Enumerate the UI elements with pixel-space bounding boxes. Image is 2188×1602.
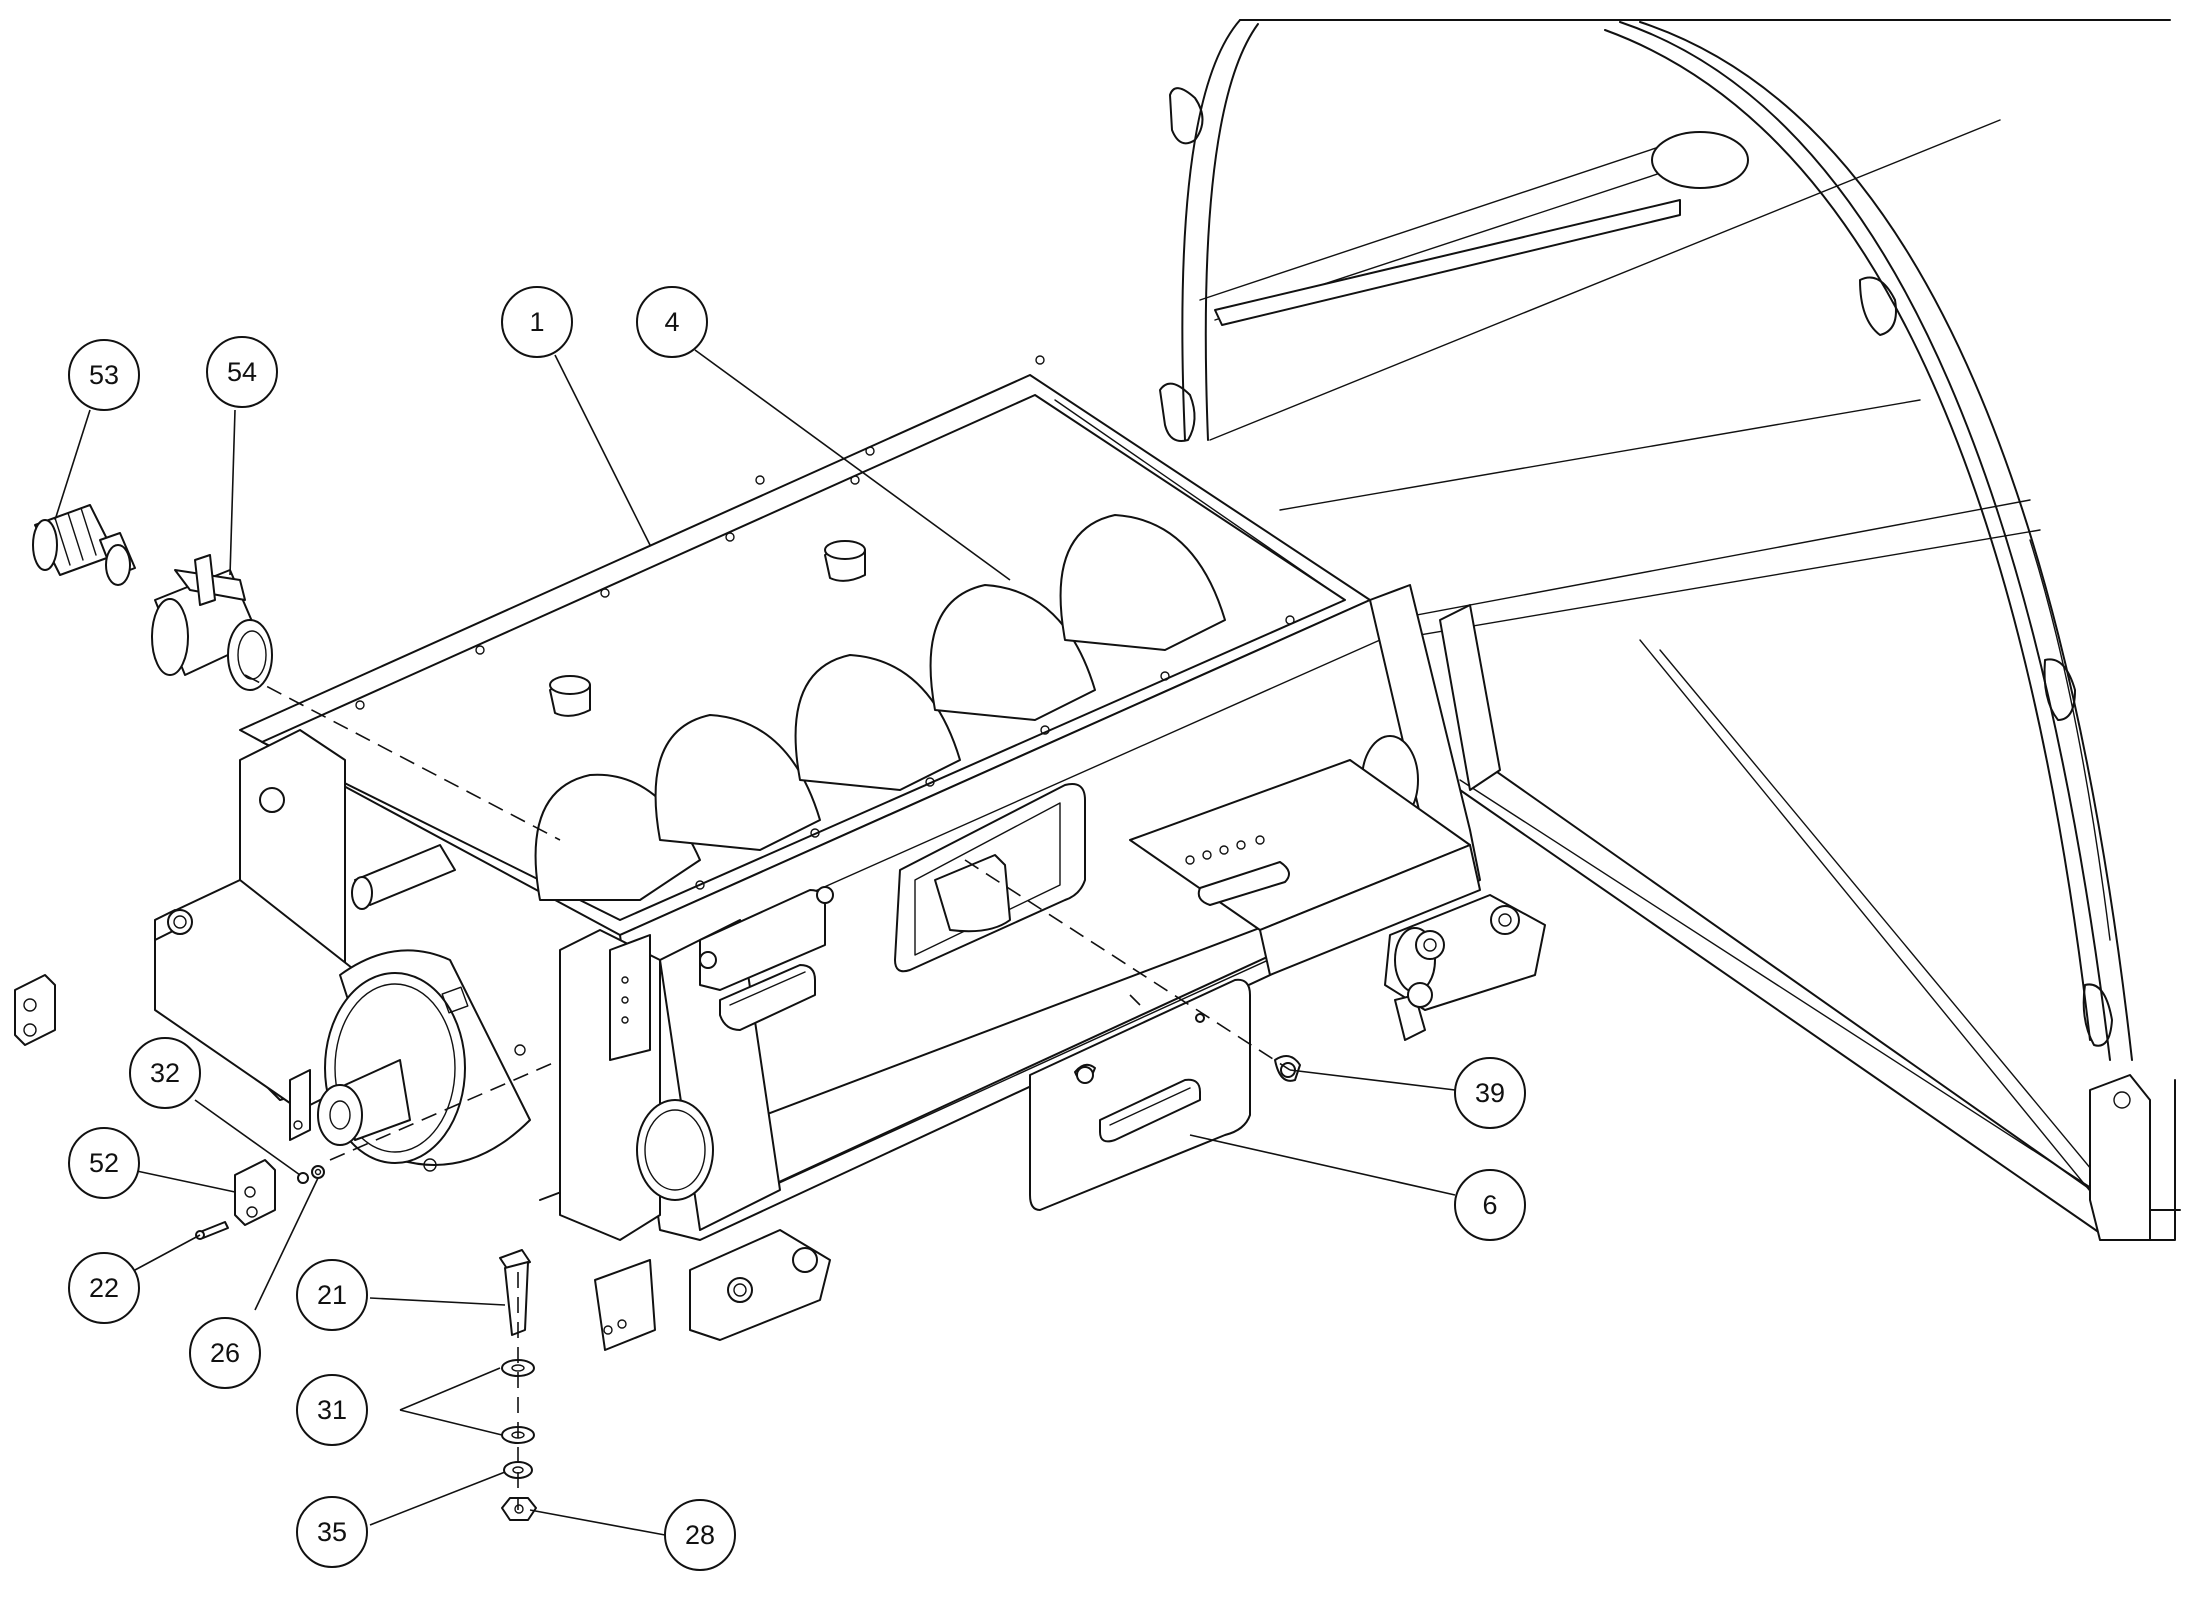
flange-holes (355, 355, 1295, 890)
terminal-block-left (14, 974, 56, 1046)
callout-52-label: 52 (89, 1148, 119, 1178)
callout-1-label: 1 (529, 307, 544, 337)
hose-barb (32, 504, 136, 586)
callout-6: 6 (1454, 1169, 1526, 1241)
callout-26: 26 (189, 1317, 261, 1389)
callout-32-label: 32 (150, 1058, 180, 1088)
hatch-cover (1029, 978, 1251, 1211)
callout-54: 54 (206, 336, 278, 408)
bolt-21 (499, 1249, 531, 1336)
callout-53-label: 53 (89, 360, 119, 390)
callout-21-label: 21 (317, 1280, 347, 1310)
assembly-centerlines (244, 674, 1291, 1510)
callout-39: 39 (1454, 1057, 1526, 1129)
callout-4: 4 (636, 286, 708, 358)
inspection-openings (699, 783, 1086, 1031)
washer-32 (297, 1172, 309, 1184)
callout-1: 1 (501, 286, 573, 358)
left-end-assembly (154, 729, 831, 1351)
callout-31: 31 (296, 1374, 368, 1446)
nut-28 (501, 1497, 537, 1521)
callout-32: 32 (129, 1037, 201, 1109)
callout-53: 53 (68, 339, 140, 411)
callout-35-label: 35 (317, 1517, 347, 1547)
leader-lines (54, 349, 1456, 1536)
right-end-assembly (1129, 584, 1546, 1041)
hopper-arch (1159, 19, 2181, 1241)
ball-valve (151, 554, 273, 691)
callout-39-label: 39 (1475, 1078, 1505, 1108)
callout-52: 52 (68, 1127, 140, 1199)
auger-flights (534, 514, 1226, 901)
callout-22-label: 22 (89, 1273, 119, 1303)
screw-22 (195, 1221, 229, 1240)
callout-31-label: 31 (317, 1395, 347, 1425)
callout-26-label: 26 (210, 1338, 240, 1368)
nut-26 (311, 1165, 325, 1179)
callout-28-label: 28 (685, 1520, 715, 1550)
callout-28: 28 (664, 1499, 736, 1571)
callout-21: 21 (296, 1259, 368, 1331)
callout-22: 22 (68, 1252, 140, 1324)
terminal-block-52 (234, 1159, 276, 1226)
callout-4-label: 4 (664, 307, 679, 337)
callout-35: 35 (296, 1496, 368, 1568)
callout-54-label: 54 (227, 357, 257, 387)
callout-6-label: 6 (1482, 1190, 1497, 1220)
